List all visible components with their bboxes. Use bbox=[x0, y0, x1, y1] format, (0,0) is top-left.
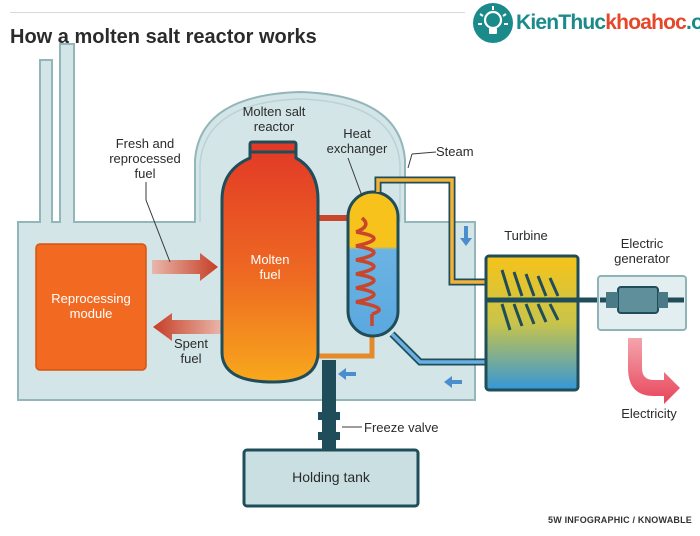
holding-tank bbox=[242, 448, 420, 508]
electric-generator bbox=[597, 275, 687, 331]
logo-text: KienThuckhoahoc.org bbox=[516, 11, 700, 34]
electricity-arrow bbox=[628, 338, 680, 404]
fresh-fuel-leader bbox=[145, 182, 171, 263]
credit-line: 5W INFOGRAPHIC / KNOWABLE bbox=[548, 515, 692, 525]
fresh-fuel-arrow bbox=[152, 253, 218, 281]
page-title: How a molten salt reactor works bbox=[10, 26, 317, 48]
flow-arrows bbox=[338, 226, 472, 388]
site-logo[interactable]: KienThuckhoahoc.org bbox=[472, 2, 700, 43]
label-turbine: Turbine bbox=[504, 228, 548, 243]
heat-exchanger-leader bbox=[347, 157, 363, 197]
reprocessing-module bbox=[35, 243, 147, 371]
label-electricity: Electricity bbox=[621, 406, 677, 421]
reactor-vessel bbox=[220, 140, 320, 384]
header-rule bbox=[10, 12, 465, 13]
spent-fuel-arrow bbox=[153, 313, 222, 341]
lightbulb-logo-icon bbox=[473, 3, 513, 43]
label-steam: Steam bbox=[436, 144, 474, 159]
drain-pipe bbox=[318, 360, 340, 452]
label-freeze-valve: Freeze valve bbox=[364, 420, 439, 435]
steam-leader bbox=[411, 151, 437, 155]
label-holding-tank: Holding tank bbox=[292, 469, 370, 485]
turbine bbox=[484, 254, 600, 392]
heat-exchanger bbox=[346, 190, 400, 338]
